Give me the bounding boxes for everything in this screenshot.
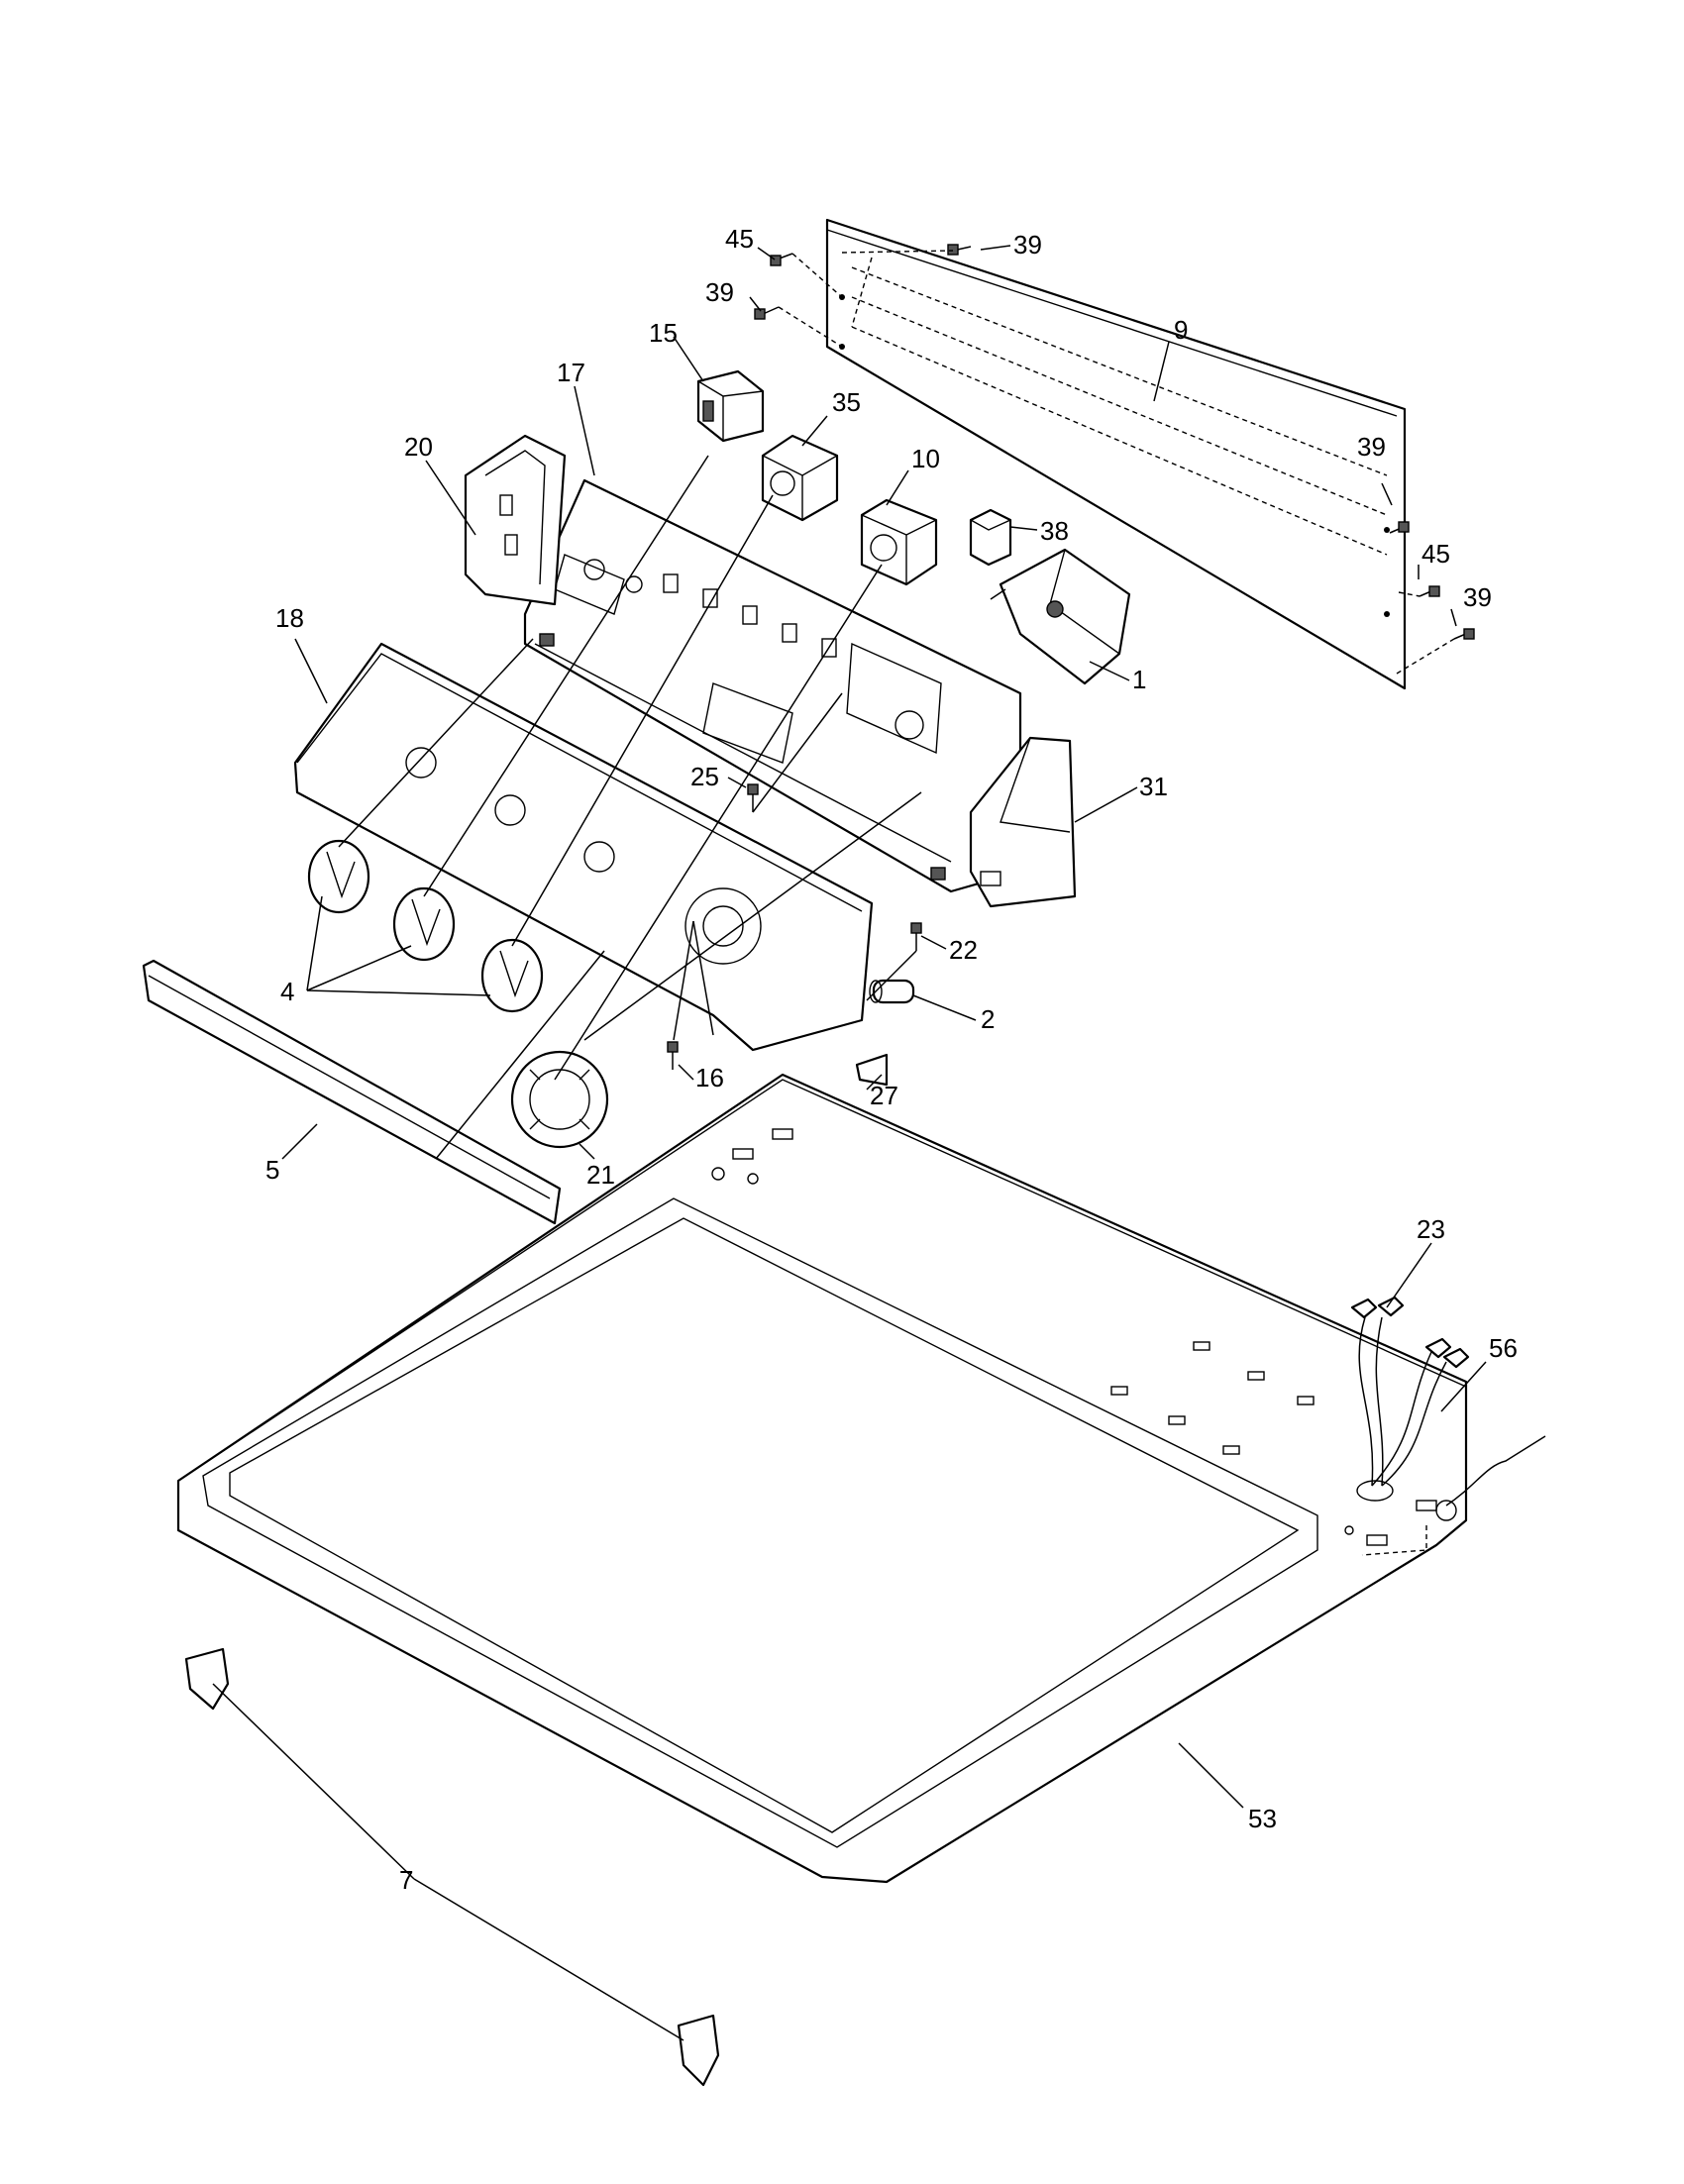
callout-9: 9 <box>1174 315 1188 345</box>
knob-icon <box>480 938 544 1013</box>
bushing-icon <box>869 979 915 1004</box>
callout-4: 4 <box>280 977 294 1006</box>
callout-labels: 45 39 39 9 15 17 35 20 10 38 39 45 39 1 … <box>265 224 1518 1895</box>
part-rear-panel <box>825 218 1407 690</box>
callout-27: 27 <box>870 1081 898 1110</box>
part-wire-harness <box>1350 1296 1546 1507</box>
callout-45-top: 45 <box>725 224 754 254</box>
part-knobs <box>307 839 544 1013</box>
callout-56: 56 <box>1489 1333 1518 1363</box>
callout-17: 17 <box>557 358 585 387</box>
callout-10: 10 <box>911 444 940 473</box>
callout-39-top-left: 39 <box>705 277 734 307</box>
callout-22: 22 <box>949 935 978 965</box>
callout-20: 20 <box>404 432 433 462</box>
callout-35: 35 <box>832 387 861 417</box>
callout-39-right-upper: 39 <box>1357 432 1386 462</box>
callout-7: 7 <box>399 1865 413 1895</box>
part-switch <box>696 369 765 443</box>
callout-39-top-right: 39 <box>1013 230 1042 260</box>
part-right-end-cap <box>969 736 1077 908</box>
callout-16: 16 <box>695 1063 724 1092</box>
callout-39-right-lower: 39 <box>1463 582 1492 612</box>
part-bracket-38 <box>969 508 1012 567</box>
part-clip-left <box>184 1647 230 1711</box>
callout-25: 25 <box>690 762 719 791</box>
callout-45-right: 45 <box>1421 539 1450 569</box>
screw-icon <box>910 922 922 951</box>
part-left-end-cap <box>464 434 567 606</box>
callout-38: 38 <box>1040 516 1069 546</box>
callout-53: 53 <box>1248 1804 1277 1833</box>
screws-rear-panel <box>754 244 1475 675</box>
callout-18: 18 <box>275 603 304 633</box>
part-timer-10 <box>860 498 938 586</box>
knob-icon <box>307 839 370 914</box>
part-trim-strip <box>142 959 562 1225</box>
screw-icon <box>747 783 759 812</box>
part-timer-35 <box>761 434 839 522</box>
callout-23: 23 <box>1417 1214 1445 1244</box>
callout-leaders <box>212 245 1487 2041</box>
part-large-knob <box>510 1050 609 1149</box>
assembly-guide-lines <box>338 455 922 1160</box>
screw-icon <box>947 244 972 256</box>
callout-5: 5 <box>265 1155 279 1185</box>
part-clip-right <box>677 2014 720 2087</box>
part-top-cover <box>176 1073 1468 1884</box>
part-module-1 <box>990 548 1131 685</box>
part-console-front-panel <box>293 642 874 1052</box>
callout-1: 1 <box>1132 665 1146 694</box>
callout-2: 2 <box>981 1004 995 1034</box>
screw-icon <box>667 1041 679 1070</box>
callout-21: 21 <box>586 1160 615 1190</box>
screw-icon <box>1419 585 1440 597</box>
screw-icon <box>1453 628 1475 640</box>
knob-icon <box>392 886 456 962</box>
screw-icon <box>1389 521 1410 534</box>
callout-15: 15 <box>649 318 678 348</box>
screw-icon <box>770 253 793 266</box>
callout-31: 31 <box>1139 772 1168 801</box>
